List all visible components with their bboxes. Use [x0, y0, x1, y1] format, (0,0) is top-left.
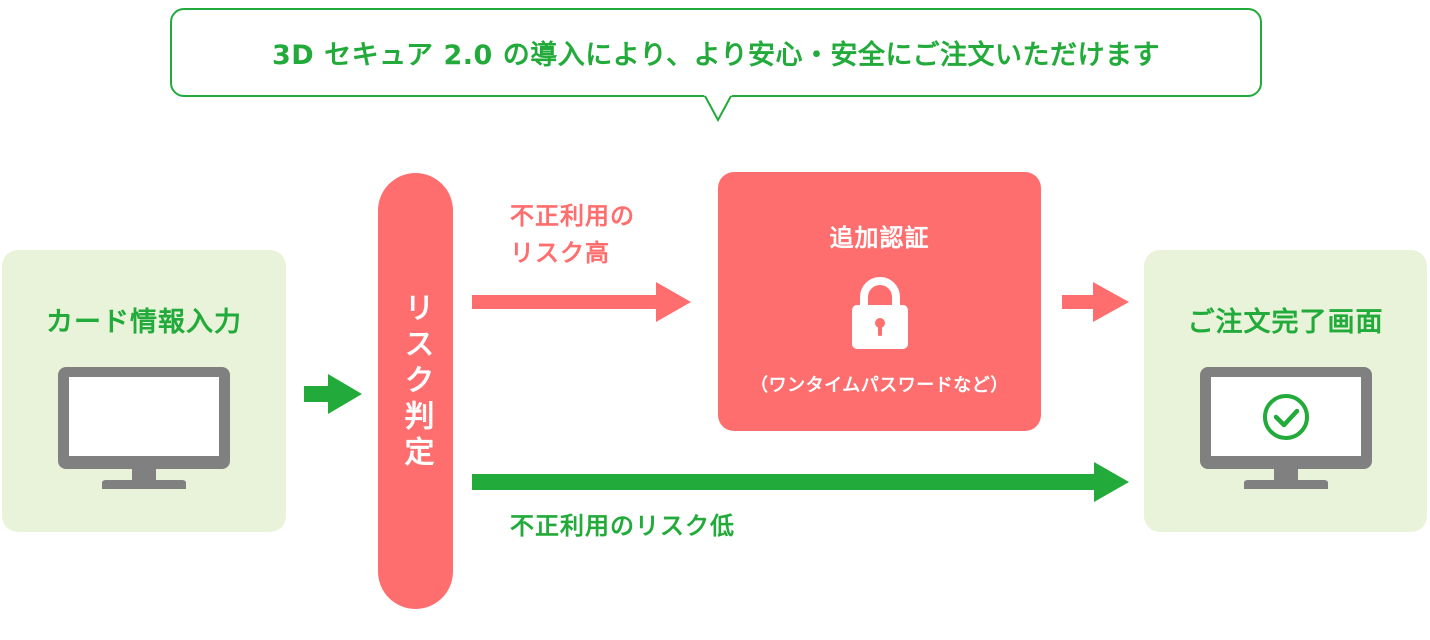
arrow-auth-to-complete [1062, 282, 1129, 322]
headline-text: 3D セキュア 2.0 の導入により、より安心・安全にご注文いただけます [272, 40, 1160, 71]
lock-icon [851, 277, 908, 349]
high-risk-label-line1: 不正利用の [510, 202, 635, 230]
order-complete-panel: ご注文完了画面 [1144, 250, 1427, 532]
card-input-title: カード情報入力 [46, 307, 242, 338]
arrow-to-additional-auth [472, 282, 691, 322]
high-risk-label: 不正利用の リスク高 [510, 198, 635, 272]
arrow-low-risk-to-complete [472, 462, 1129, 502]
card-input-panel: カード情報入力 [2, 250, 286, 532]
additional-auth-title: 追加認証 [829, 224, 930, 252]
bubble-tail [704, 95, 732, 122]
risk-check-label: リスク判定 [398, 292, 434, 472]
headline-bubble: 3D セキュア 2.0 の導入により、より安心・安全にご注文いただけます [170, 8, 1262, 97]
additional-auth-note: （ワンタイムパスワードなど） [750, 375, 1009, 396]
monitor-check-icon [1199, 367, 1372, 489]
arrow-to-risk-check [304, 374, 362, 414]
monitor-icon [58, 367, 230, 489]
additional-auth-box: 追加認証 （ワンタイムパスワードなど） [718, 172, 1041, 431]
risk-check-pill: リスク判定 [378, 173, 453, 609]
high-risk-label-line2: リスク高 [510, 239, 610, 267]
order-complete-title: ご注文完了画面 [1187, 307, 1384, 338]
low-risk-label: 不正利用のリスク低 [510, 512, 735, 540]
